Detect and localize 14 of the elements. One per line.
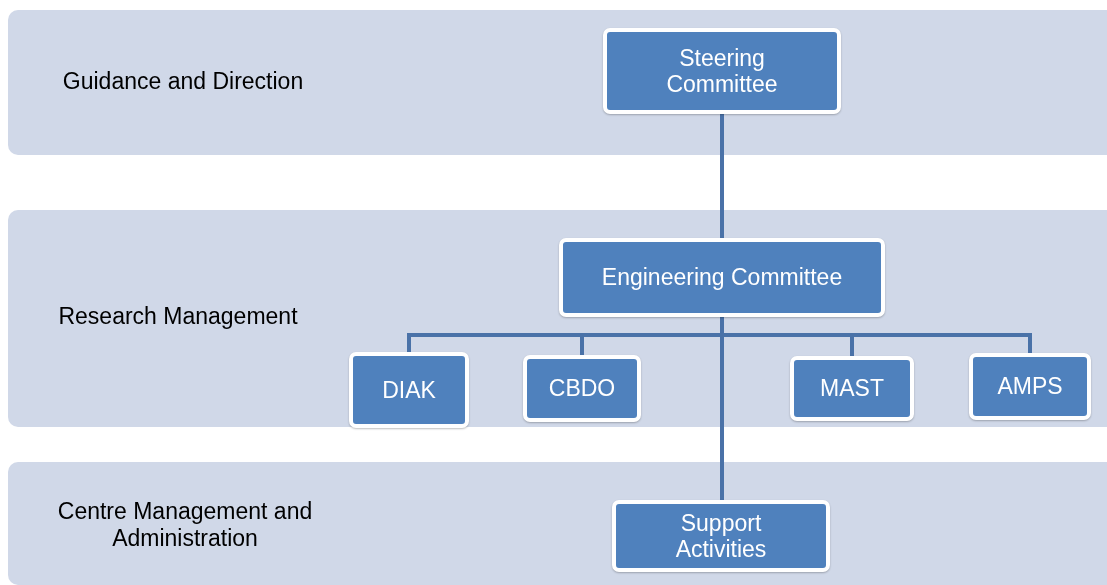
level-band	[8, 210, 1107, 427]
committee-box: Support Activities	[612, 500, 830, 572]
committee-box: Engineering Committee	[559, 238, 885, 317]
level-band	[8, 10, 1107, 155]
level-label: Guidance and Direction	[61, 68, 305, 95]
committee-box: DIAK	[349, 352, 469, 428]
committee-box: Steering Committee	[603, 28, 841, 114]
connector-line	[720, 114, 724, 238]
level-label: Research Management	[57, 303, 299, 330]
committee-box: CBDO	[523, 355, 641, 422]
committee-box: MAST	[790, 356, 914, 421]
level-band	[8, 462, 1107, 585]
level-label: Centre Management and Administration	[56, 498, 314, 552]
committee-box: AMPS	[969, 353, 1091, 420]
